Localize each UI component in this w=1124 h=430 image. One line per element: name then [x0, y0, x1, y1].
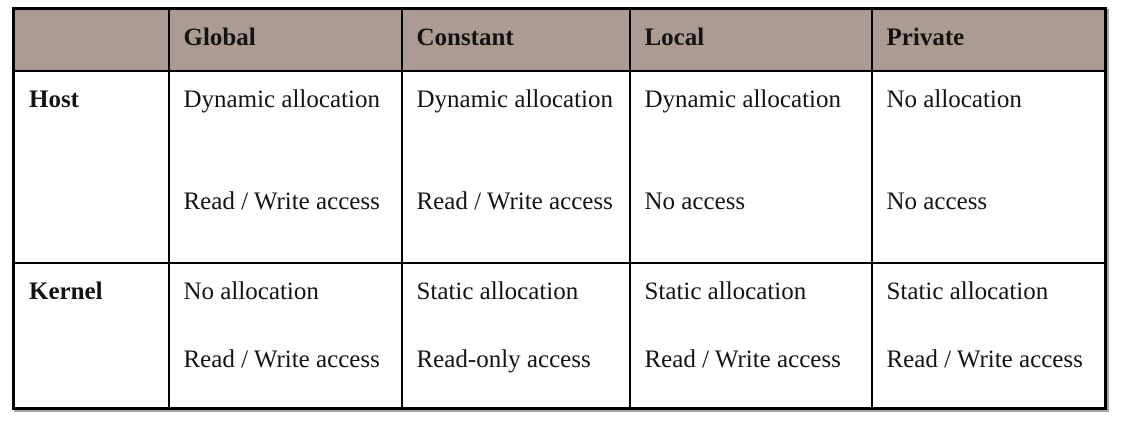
table-row-host: Host Dynamic allocation Read / Write acc… — [12, 69, 1107, 264]
access-text: Read / Write access — [183, 187, 380, 215]
access-text: No access — [886, 187, 988, 215]
allocation-text: No allocation — [183, 277, 319, 305]
cell-kernel-private: Static allocation Read / Write access — [870, 261, 1107, 410]
allocation-text: Static allocation — [644, 277, 807, 305]
access-text: No access — [644, 187, 746, 215]
row-header-host: Host — [12, 69, 170, 264]
cell-host-constant: Dynamic allocation Read / Write access — [400, 69, 631, 264]
corner-cell — [12, 7, 170, 72]
allocation-text: Static allocation — [886, 277, 1049, 305]
table-row-kernel: Kernel No allocation Read / Write access… — [12, 261, 1107, 410]
column-header-local: Local — [628, 7, 873, 72]
row-header-kernel: Kernel — [12, 261, 170, 410]
access-text: Read / Write access — [644, 345, 841, 373]
allocation-text: Static allocation — [416, 277, 579, 305]
document-page: Global Constant Local Private Host Dynam… — [12, 7, 1107, 410]
column-header-private: Private — [870, 7, 1107, 72]
column-header-constant: Constant — [400, 7, 631, 72]
access-text: Read / Write access — [183, 345, 380, 373]
cell-host-local: Dynamic allocation No access — [628, 69, 873, 264]
cell-kernel-global: No allocation Read / Write access — [167, 261, 403, 410]
allocation-text: Dynamic allocation — [183, 85, 380, 113]
header-row: Global Constant Local Private — [12, 7, 1107, 72]
access-text: Read / Write access — [416, 187, 613, 215]
cell-kernel-constant: Static allocation Read-only access — [400, 261, 631, 410]
memory-regions-table: Global Constant Local Private Host Dynam… — [12, 7, 1107, 410]
cell-host-private: No allocation No access — [870, 69, 1107, 264]
allocation-text: Dynamic allocation — [644, 85, 841, 113]
column-header-global: Global — [167, 7, 403, 72]
access-text: Read-only access — [416, 345, 591, 373]
allocation-text: No allocation — [886, 85, 1022, 113]
cell-host-global: Dynamic allocation Read / Write access — [167, 69, 403, 264]
allocation-text: Dynamic allocation — [416, 85, 613, 113]
cell-kernel-local: Static allocation Read / Write access — [628, 261, 873, 410]
access-text: Read / Write access — [886, 345, 1083, 373]
